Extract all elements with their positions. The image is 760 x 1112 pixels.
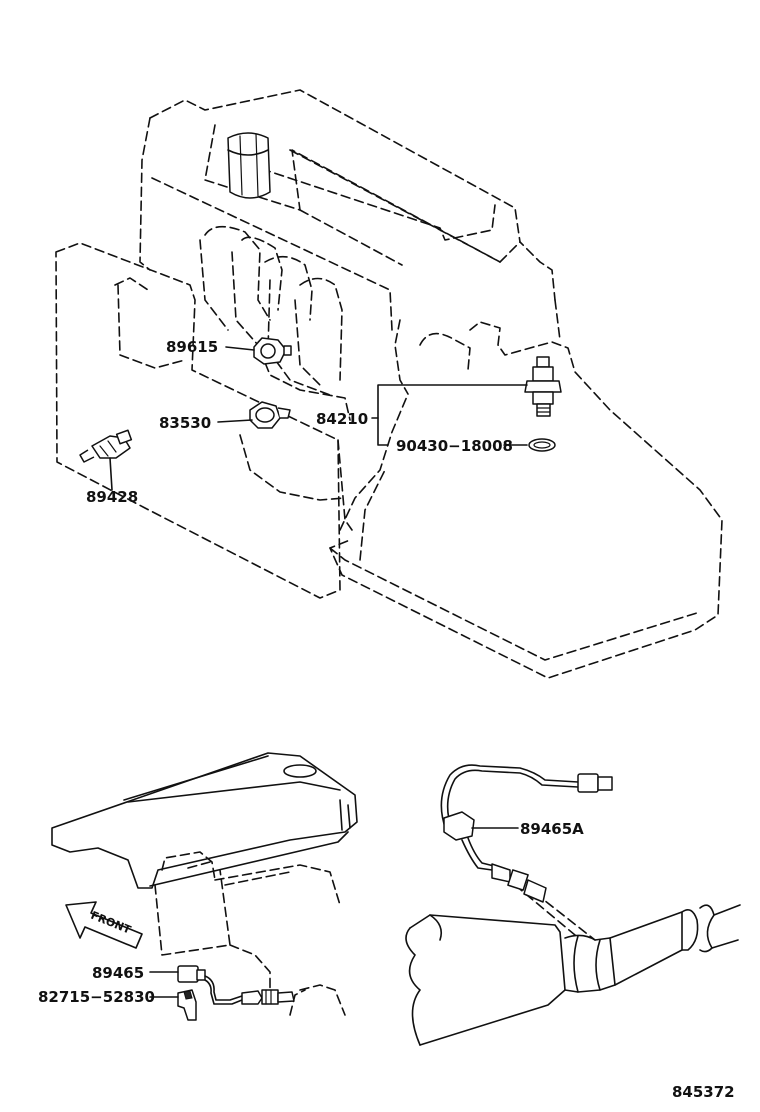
- exhaust-pipe-outline: [405, 884, 741, 1046]
- engine-cover-outline: [51, 752, 358, 1016]
- part-89465A-oxygen-sensor: [440, 764, 613, 903]
- front-arrow-icon: FRONT: [65, 901, 143, 949]
- label-89615: 89615: [166, 338, 218, 356]
- label-82715-52830: 82715−52830: [38, 988, 155, 1006]
- part-89615-sensor: [253, 337, 292, 365]
- label-83530: 83530: [159, 414, 211, 432]
- engine-outline: [55, 89, 723, 679]
- label-89465A: 89465A: [520, 820, 584, 838]
- part-90430-gasket: [528, 438, 556, 452]
- part-84210-pressure-switch: [524, 356, 562, 417]
- part-89465-oxygen-sensor: [177, 965, 295, 1005]
- drawing-number: 845372: [672, 1083, 735, 1101]
- part-83530-switch: [249, 401, 291, 429]
- front-label: FRONT: [89, 909, 133, 937]
- label-90430-18008: 90430−18008: [396, 437, 513, 455]
- label-89428: 89428: [86, 488, 138, 506]
- part-89428-sensor: [79, 429, 133, 463]
- label-84210: 84210: [316, 410, 368, 428]
- part-82715-clamp: [177, 989, 197, 1021]
- label-89465: 89465: [92, 964, 144, 982]
